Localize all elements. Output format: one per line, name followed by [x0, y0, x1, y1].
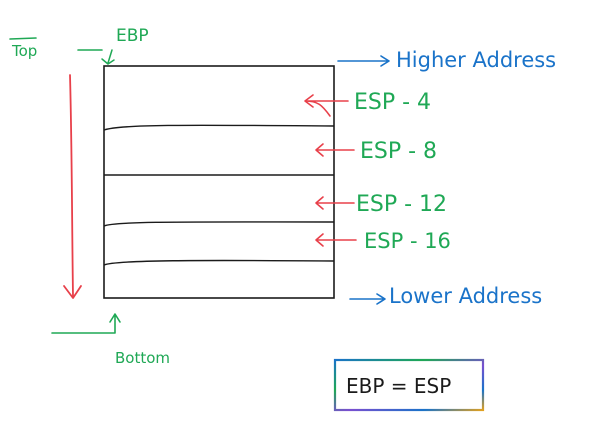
- stack-slot-divider-4: [103, 259, 335, 266]
- growth-arrow-shaft: [69, 74, 74, 297]
- esp-minus-4-label: ESP - 4: [354, 90, 431, 115]
- esp-minus-12-group: ESP - 12: [315, 192, 447, 217]
- esp-minus-12-label: ESP - 12: [356, 192, 447, 217]
- stack-frame: [103, 65, 335, 299]
- bottom-label-group: Bottom: [51, 313, 170, 367]
- higher-address-arrow: [337, 55, 390, 67]
- higher-address-label: Higher Address: [396, 48, 556, 72]
- esp-minus-16-label: ESP - 16: [364, 229, 451, 253]
- lower-address-arrow: [349, 293, 386, 305]
- top-label: Top: [11, 42, 37, 60]
- esp-minus-12-arrow: [315, 196, 355, 210]
- equation-border: [333, 358, 485, 412]
- stack-slot-divider-3: [103, 221, 335, 227]
- lower-address-group: Lower Address: [349, 284, 542, 308]
- esp-minus-8-group: ESP - 8: [315, 139, 437, 164]
- growth-arrow-head: [63, 285, 82, 299]
- top-label-group: Top: [9, 37, 103, 60]
- higher-address-group: Higher Address: [337, 48, 556, 72]
- stack-growth-arrow: [63, 74, 82, 299]
- esp-minus-8-arrow: [315, 143, 355, 157]
- lower-address-label: Lower Address: [389, 284, 542, 308]
- stack-outline: [103, 65, 335, 299]
- esp-minus-16-group: ESP - 16: [315, 229, 451, 253]
- ebp-pointer-arrow: [101, 49, 115, 65]
- top-overline: [9, 37, 37, 40]
- bottom-label: Bottom: [115, 349, 170, 367]
- bottom-hook-arrow: [51, 313, 121, 334]
- esp-minus-4-group: ESP - 4: [304, 90, 431, 117]
- esp-minus-8-label: ESP - 8: [360, 139, 437, 164]
- esp-minus-4-arrowhead: [304, 94, 314, 108]
- ebp-label-group: EBP: [101, 26, 149, 65]
- esp-minus-4-arrow: [304, 100, 349, 117]
- ebp-label: EBP: [116, 26, 149, 46]
- stack-slot-divider-1: [103, 124, 335, 131]
- equation-label: EBP = ESP: [346, 374, 451, 398]
- esp-minus-16-arrow: [315, 233, 357, 247]
- ebp-equals-esp-box: EBP = ESP: [333, 358, 485, 412]
